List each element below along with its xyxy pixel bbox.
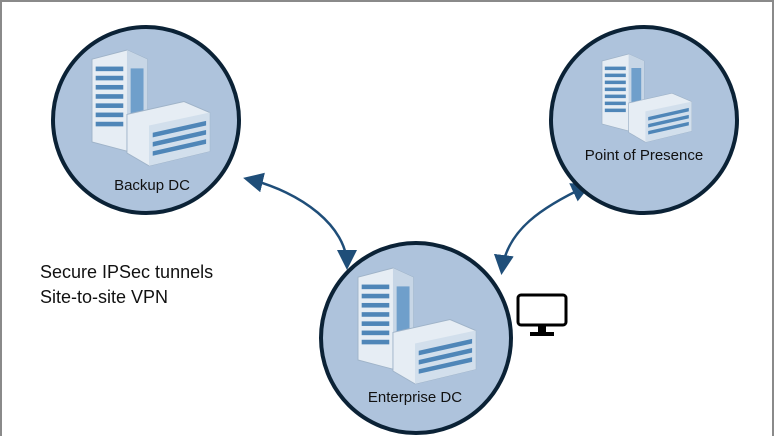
edge-pop-to-enterprise — [493, 183, 592, 275]
node-label: Enterprise DC — [368, 389, 462, 406]
node-enterprise-dc[interactable]: Enterprise DC — [319, 241, 513, 435]
caption-line-1: Secure IPSec tunnels — [40, 262, 214, 282]
node-label: Backup DC — [114, 177, 190, 194]
edge-backup-to-enterprise — [243, 172, 357, 270]
tunnel-caption: Secure IPSec tunnels Site-to-site VPN — [40, 260, 213, 310]
caption-line-2: Site-to-site VPN — [40, 287, 169, 307]
node-point-of-presence[interactable]: Point of Presence — [549, 25, 739, 215]
node-label: Point of Presence — [585, 147, 703, 164]
monitor-icon — [516, 293, 568, 336]
node-backup-dc[interactable]: Backup DC — [51, 25, 241, 215]
